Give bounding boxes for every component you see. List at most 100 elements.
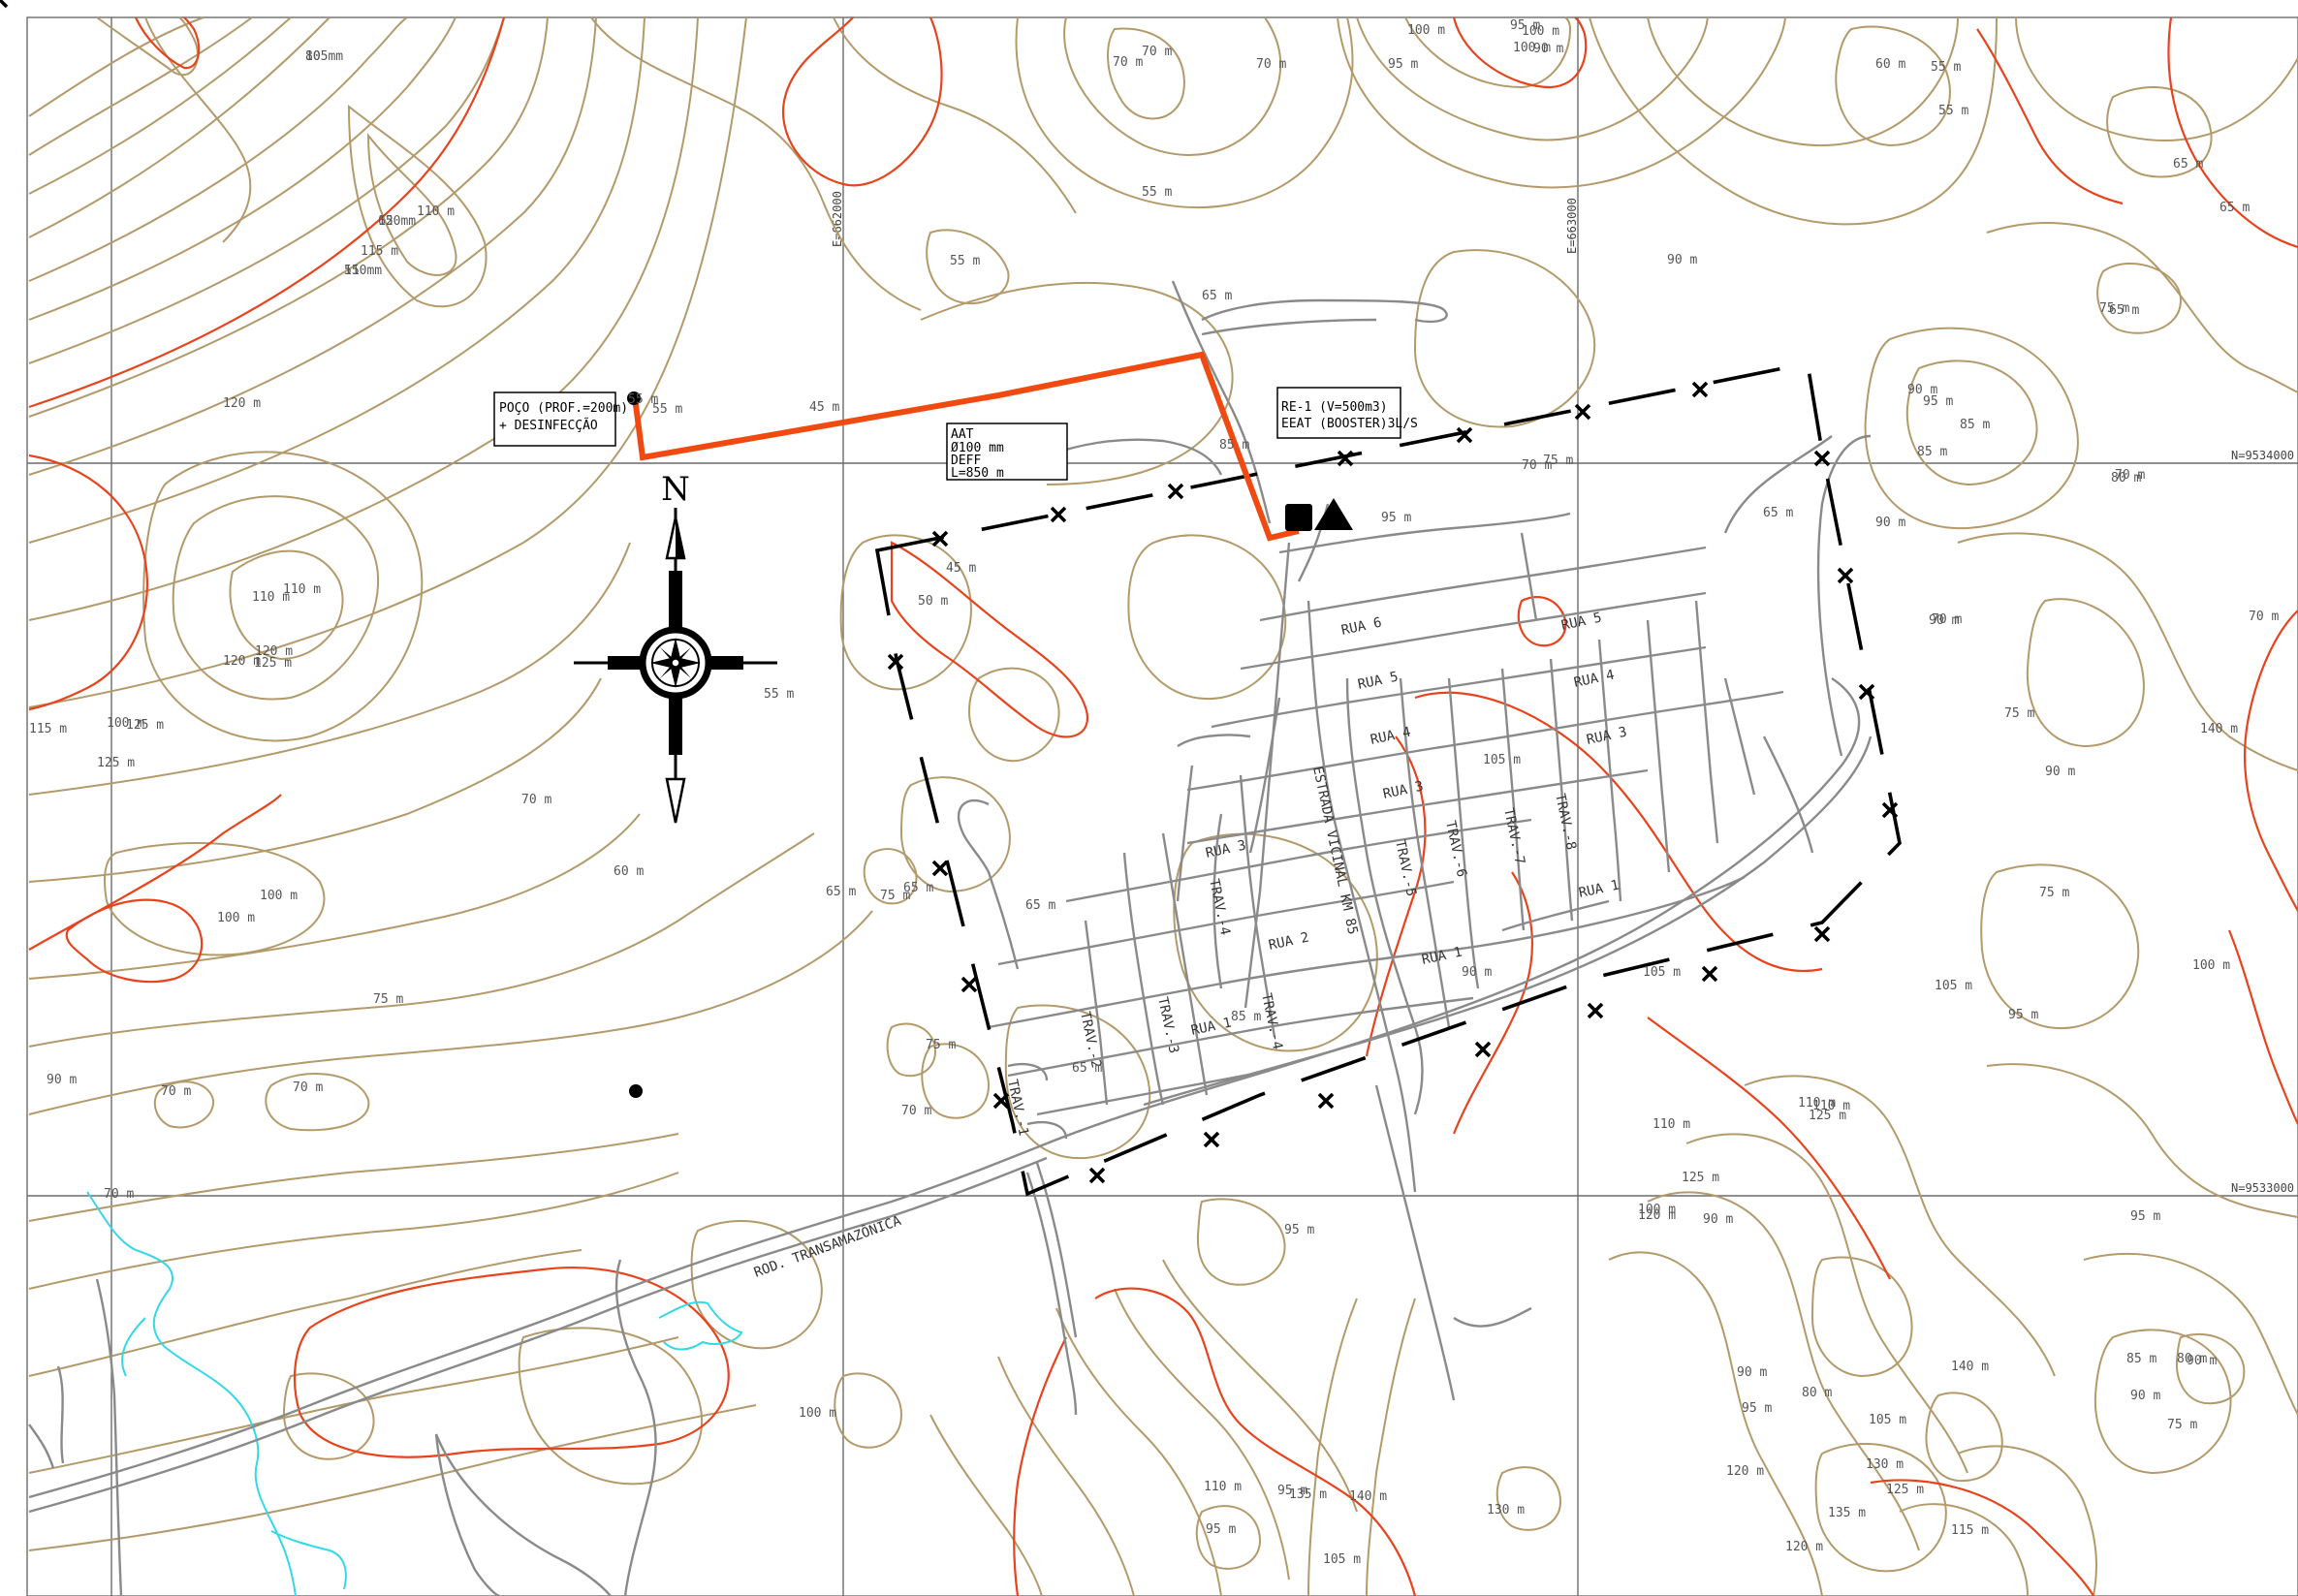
- elevation-label: 100 m: [1638, 1203, 1676, 1217]
- elevation-label: 80 m: [2177, 1352, 2207, 1366]
- north-arrow: N: [574, 470, 777, 824]
- street-label: TRAV.-5: [1392, 839, 1419, 898]
- elevation-label: 105 m: [305, 49, 343, 64]
- elevation-label: 75 m: [2099, 301, 2129, 316]
- elevation-label: 85 m: [2126, 1352, 2156, 1366]
- elevation-label: 95 m: [1923, 394, 1953, 409]
- elevation-label: 65 m: [2173, 157, 2203, 172]
- contour-lines: [28, 16, 2298, 1596]
- elevation-label: 100 m: [1513, 41, 1551, 55]
- water-pipeline: [632, 351, 1300, 542]
- elevation-label: 110 m: [1798, 1096, 1836, 1111]
- elevation-label: 70 m: [1113, 55, 1143, 70]
- elevation-label: 55 m: [950, 254, 980, 268]
- elevation-label: 85 m: [1960, 418, 1990, 432]
- elevation-label: 100 m: [1407, 23, 1445, 38]
- grid-label-n9533: N=9533000: [2231, 1181, 2294, 1195]
- grid-label-e662: E=662000: [831, 191, 844, 247]
- poco-label-line1: POÇO (PROF.=200m): [499, 401, 628, 416]
- street-label: RUA 1: [1578, 877, 1621, 900]
- elevation-label: 75 m: [1543, 454, 1573, 468]
- street-label: ESTRADA VICINAL KM 85: [1309, 766, 1360, 936]
- elevation-label: 105 m: [1643, 965, 1681, 980]
- aat-label-line4: L=850 m: [951, 466, 1004, 481]
- well-point-2: [629, 1084, 643, 1098]
- re-label-box: RE-1 (V=500m3) EEAT (BOOSTER)3L/S: [1276, 387, 1418, 439]
- elevation-label: 110 m: [417, 204, 455, 219]
- elevation-label: 65 m: [2219, 201, 2250, 215]
- elevation-label: 70 m: [1522, 458, 1552, 473]
- elevation-label: 115 m: [361, 244, 398, 259]
- elevation-label: 70 m: [521, 793, 551, 807]
- street-label: TRAV.-4: [1258, 992, 1285, 1051]
- elevation-label: 65 m: [903, 881, 933, 895]
- roads: [28, 280, 1873, 1596]
- street-label: TRAV.-4: [1206, 878, 1233, 937]
- elevation-label: 120 m: [1726, 1464, 1764, 1479]
- elevation-label: 70 m: [161, 1084, 191, 1099]
- elevation-label: 115 m: [29, 722, 67, 736]
- street-label: RUA 3: [1382, 778, 1426, 801]
- elevation-label: 120 m: [1785, 1540, 1823, 1554]
- aat-label-line2: Ø100 mm: [951, 441, 1004, 455]
- street-labels: RUA 6 RUA 5 RUA 5 RUA 4 RUA 4 RUA 3 RUA …: [1004, 610, 1628, 1137]
- aat-label-line3: DEFF: [951, 454, 981, 468]
- elevation-label: 100 m: [107, 716, 144, 731]
- elevation-label: 95 m: [1381, 511, 1411, 525]
- elevation-label: 90 m: [1462, 965, 1492, 980]
- elevation-label: 120 m: [255, 644, 293, 659]
- elevation-label: 55 m: [628, 392, 658, 407]
- elevation-label: 70 m: [293, 1080, 323, 1095]
- elevation-label: 120 m: [1638, 1208, 1676, 1223]
- elevation-label: 100 m: [260, 889, 298, 903]
- elevation-label: 60 m: [614, 864, 644, 879]
- street-label: RUA 4: [1573, 667, 1617, 690]
- elevation-label: 110 m: [1812, 1099, 1850, 1113]
- elevation-label: 125 m: [1809, 1109, 1846, 1123]
- re-label-line1: RE-1 (V=500m3): [1281, 400, 1388, 415]
- reservoir-symbol: [1285, 504, 1312, 531]
- street-label: RUA 5: [1357, 669, 1401, 692]
- town-streets: [988, 503, 1814, 1193]
- elevation-label: 45 m: [946, 561, 976, 576]
- elevation-label: 125 m: [97, 756, 135, 770]
- aat-label-box: AAT Ø100 mm DEFF L=850 m: [946, 422, 1068, 481]
- street-label: TRAV.-3: [1154, 996, 1181, 1055]
- elevation-label: 90 m: [2130, 1389, 2160, 1403]
- elevation-label: 80 m: [2111, 471, 2141, 485]
- grid-label-e663: E=663000: [1565, 198, 1579, 254]
- elevation-label: 75 m: [2004, 706, 2034, 721]
- elevation-label: 90 m: [47, 1073, 77, 1087]
- elevation-label: 125 m: [1886, 1483, 1924, 1497]
- poco-label-line2: + DESINFECÇÃO: [499, 418, 598, 433]
- elevation-label: 70 m: [1932, 612, 1962, 627]
- elevation-label: 95 m: [1388, 57, 1418, 72]
- elevation-label: 65 m: [1072, 1061, 1102, 1076]
- elevation-label: 120 m: [378, 214, 416, 229]
- elevation-label: 90 m: [1737, 1365, 1767, 1380]
- elevation-label: 65 m: [1202, 289, 1232, 303]
- aat-label-line1: AAT: [951, 427, 974, 442]
- re-label-line2: EEAT (BOOSTER)3L/S: [1281, 417, 1418, 431]
- elevation-label: 105 m: [1323, 1552, 1361, 1567]
- elevation-label: 80 m: [305, 49, 335, 64]
- elevation-label: 55 m: [764, 687, 794, 702]
- elevation-label: 65 m: [1763, 506, 1793, 520]
- street-label: RUA 3: [1586, 724, 1629, 747]
- elevation-label: 90 m: [1533, 42, 1563, 56]
- elevation-label: 130 m: [1487, 1503, 1525, 1518]
- elevation-label: 105 m: [1483, 753, 1521, 767]
- elevation-label: 135 m: [1828, 1506, 1866, 1520]
- elevation-label: 125 m: [254, 656, 292, 671]
- elevation-label: 105 m: [1869, 1413, 1906, 1427]
- grid-label-n9534: N=9534000: [2231, 449, 2294, 462]
- elevation-label: 65 m: [826, 885, 856, 899]
- elevation-label: 100 m: [217, 911, 255, 925]
- elevation-label: 70 m: [901, 1104, 931, 1118]
- elevation-label: 95 m: [2130, 1209, 2160, 1224]
- elevation-label: 55 m: [652, 402, 682, 417]
- elevation-label: 110 m: [1204, 1480, 1242, 1494]
- elevation-label: 115 m: [1951, 1523, 1989, 1538]
